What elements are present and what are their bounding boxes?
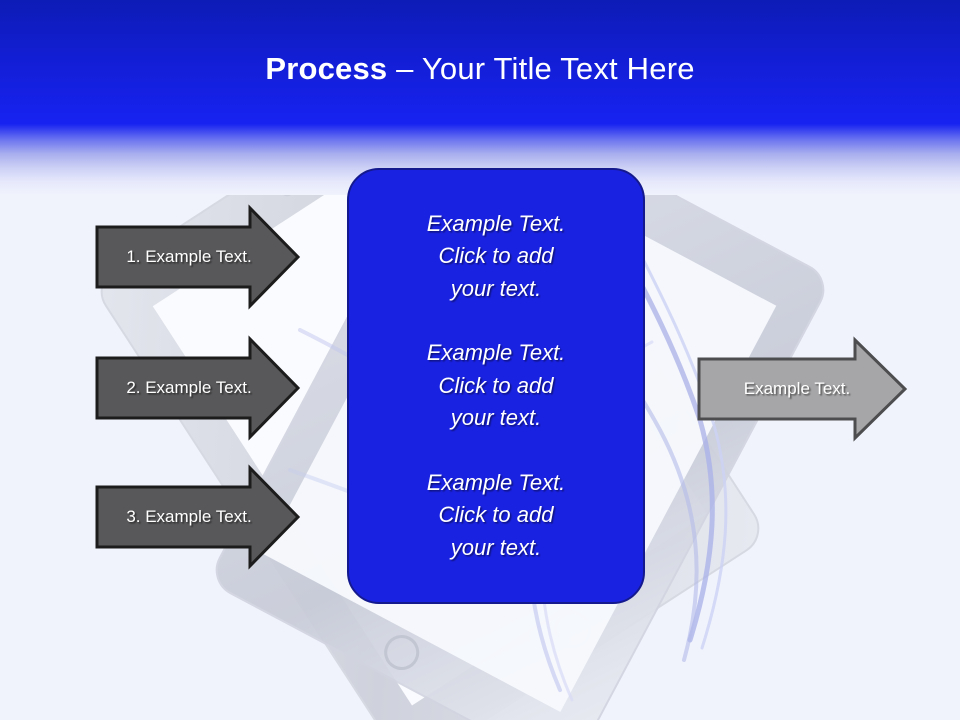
page-title-bold: Process	[265, 51, 388, 86]
arrow-right-shape	[95, 335, 301, 441]
input-arrow-1-label: 1. Example Text.	[126, 247, 252, 266]
content-block-3: Example Text. Click to add your text.	[426, 469, 566, 560]
process-content-box[interactable]: Example Text. Click to add your text. Ex…	[347, 168, 645, 604]
header-band	[0, 0, 960, 195]
output-arrow[interactable]: Example Text.	[697, 336, 908, 442]
arrow-right-shape	[697, 336, 908, 442]
page-title-regular: – Your Title Text Here	[387, 51, 695, 86]
arrow-right-shape	[95, 464, 301, 570]
page-title: Process – Your Title Text Here	[0, 50, 960, 88]
input-arrow-2-label: 2. Example Text.	[126, 378, 252, 397]
output-arrow-label: Example Text.	[743, 379, 851, 398]
arrow-right-shape	[95, 204, 301, 310]
content-block-1: Example Text. Click to add your text.	[426, 210, 566, 301]
content-block-2: Example Text. Click to add your text.	[426, 340, 566, 431]
input-arrow-2[interactable]: 2. Example Text.	[95, 335, 301, 441]
input-arrow-3[interactable]: 3. Example Text.	[95, 464, 301, 570]
input-arrow-1[interactable]: 1. Example Text.	[95, 204, 301, 310]
input-arrow-3-label: 3. Example Text.	[126, 507, 252, 526]
